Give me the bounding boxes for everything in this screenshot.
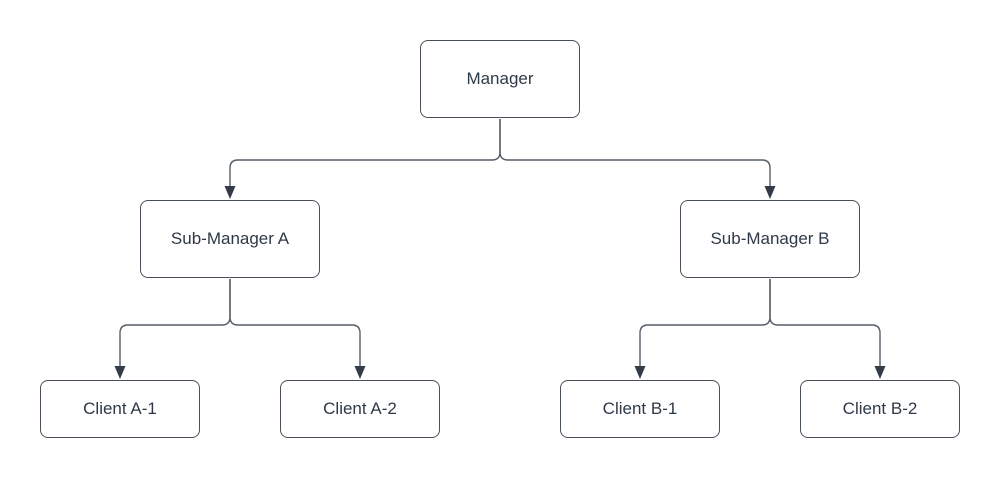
edge-sub-b-to-client-b2 [769, 279, 886, 379]
node-client-b2[interactable]: Client B-2 [800, 380, 960, 438]
edge-sub-a-to-client-a1 [114, 279, 231, 379]
node-sub-manager-b-label: Sub-Manager B [710, 229, 830, 248]
arrowhead-icon [634, 366, 646, 379]
node-sub-manager-b[interactable]: Sub-Manager B [680, 200, 860, 278]
node-manager[interactable]: Manager [420, 40, 580, 118]
edge-sub-a-to-client-a2 [229, 279, 366, 379]
arrowhead-icon [354, 366, 366, 379]
node-client-b2-label: Client B-2 [842, 399, 918, 418]
node-client-a2-label: Client A-2 [323, 399, 397, 418]
edge-sub-b-to-client-b1 [634, 279, 771, 379]
arrowhead-icon [874, 366, 886, 379]
arrowhead-icon [224, 186, 236, 199]
node-client-a1[interactable]: Client A-1 [40, 380, 200, 438]
node-sub-manager-a-label: Sub-Manager A [170, 229, 290, 248]
node-sub-manager-a[interactable]: Sub-Manager A [140, 200, 320, 278]
arrowhead-icon [764, 186, 776, 199]
node-client-a1-label: Client A-1 [83, 399, 157, 418]
edge-manager-to-sub-b [499, 119, 776, 199]
node-client-b1-label: Client B-1 [602, 399, 678, 418]
node-client-b1[interactable]: Client B-1 [560, 380, 720, 438]
arrowhead-icon [114, 366, 126, 379]
edge-manager-to-sub-a [224, 119, 501, 199]
node-client-a2[interactable]: Client A-2 [280, 380, 440, 438]
node-manager-label: Manager [466, 69, 534, 88]
